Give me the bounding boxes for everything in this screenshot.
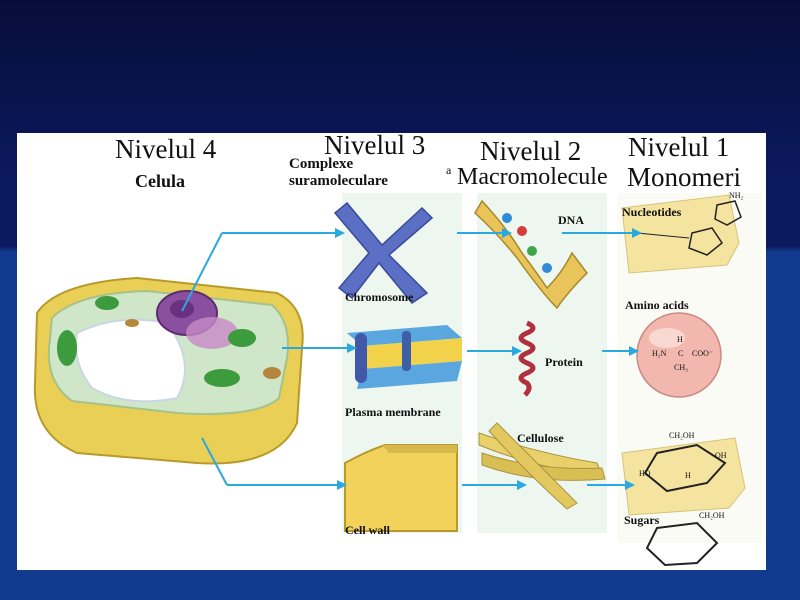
arrow-cell-to-wall-diagonal bbox=[201, 437, 228, 486]
diagram-panel: Nivelul 4 Celula Nivelul 3 Complexe sura… bbox=[17, 133, 766, 570]
amino-acid-illustration bbox=[636, 312, 722, 398]
amino-h: H bbox=[677, 335, 683, 344]
sugars-label: Sugars bbox=[624, 513, 660, 527]
cellulose-illustration bbox=[478, 422, 606, 510]
cellulose-label: Cellulose bbox=[517, 431, 564, 445]
level3-stray-letter: a bbox=[446, 163, 452, 177]
level3-subtitle-line1: Complexe bbox=[289, 156, 354, 172]
dna-label: DNA bbox=[558, 213, 584, 227]
amino-acids-label: Amino acids bbox=[625, 298, 689, 312]
nucleotide-nh2: NH₂ bbox=[729, 191, 744, 200]
sugar-illustration bbox=[621, 437, 746, 567]
level3-subtitle-line2: suramoleculare bbox=[289, 173, 388, 189]
level4-subtitle: Celula bbox=[135, 171, 186, 191]
level1-subtitle: Monomeri bbox=[627, 162, 741, 192]
cell-wall-illustration bbox=[344, 444, 458, 532]
amino-coo: COO⁻ bbox=[692, 349, 714, 358]
sugar-h: H bbox=[685, 471, 691, 480]
chromosome-label: Chromosome bbox=[345, 290, 414, 304]
sugar-ch2oh: CH₂OH bbox=[669, 431, 695, 440]
arrow-cell-to-chromosome-diagonal bbox=[181, 232, 223, 312]
level4-title: Nivelul 4 bbox=[115, 134, 217, 164]
plasma-membrane-label: Plasma membrane bbox=[345, 405, 441, 419]
sugar2-ch2oh: CH₂OH bbox=[699, 511, 725, 520]
amino-c: C bbox=[678, 349, 684, 358]
cell-wall-label: Cell wall bbox=[345, 523, 390, 537]
level2-title: Nivelul 2 bbox=[480, 136, 582, 166]
amino-ch3: CH₃ bbox=[674, 363, 688, 372]
level2-subtitle: Macromolecule bbox=[457, 164, 608, 190]
level1-title: Nivelul 1 bbox=[628, 133, 730, 162]
diagram-artwork bbox=[33, 193, 762, 567]
protein-label: Protein bbox=[545, 355, 583, 369]
sugar-oh: OH bbox=[715, 451, 727, 460]
nucleotides-label: Nucleotides bbox=[622, 205, 682, 219]
chromosome-illustration bbox=[333, 201, 434, 304]
nucleotide-illustration bbox=[621, 194, 742, 274]
level3-title: Nivelul 3 bbox=[324, 133, 426, 160]
plant-cell-illustration bbox=[33, 276, 304, 465]
plasma-membrane-illustration bbox=[347, 325, 462, 389]
amino-h2n: H₂N bbox=[652, 349, 667, 358]
protein-illustration bbox=[518, 320, 536, 397]
flow-arrows bbox=[181, 228, 642, 490]
dna-illustration bbox=[474, 199, 588, 310]
sugar-ho: HO bbox=[639, 469, 651, 478]
